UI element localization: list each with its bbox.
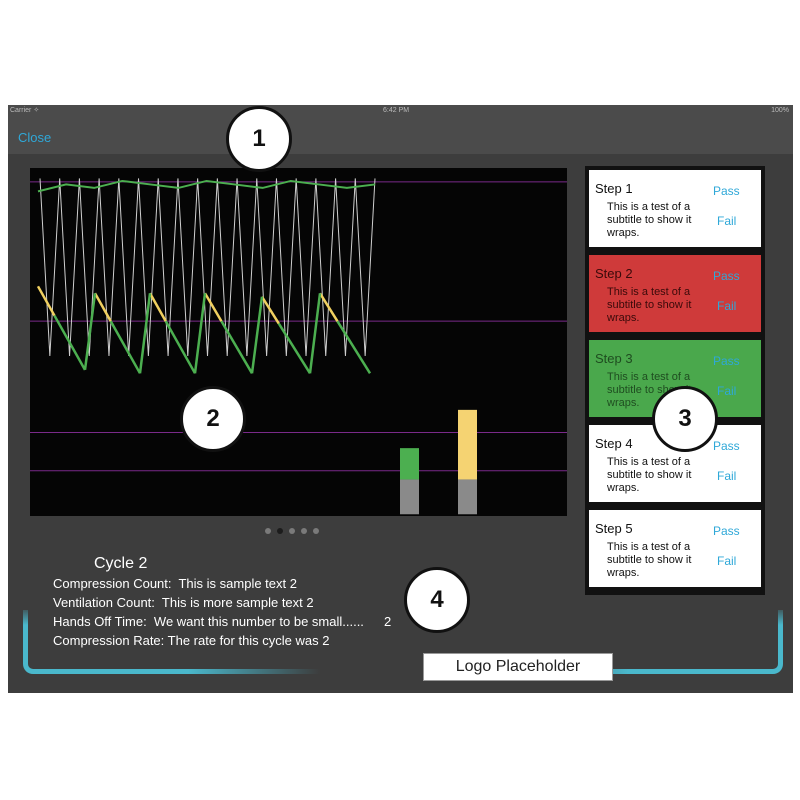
callout-4: 4 [404, 567, 470, 633]
callout-number: 3 [678, 405, 692, 432]
nav-bar: Close [8, 116, 793, 154]
chart-svg [30, 178, 567, 515]
close-button[interactable]: Close [18, 130, 52, 145]
step-subtitle: This is a test of a subtitle to show it … [607, 201, 692, 239]
pass-button[interactable]: Pass [713, 184, 740, 198]
page-dot[interactable] [277, 528, 283, 534]
fail-button[interactable]: Fail [717, 299, 737, 313]
callout-2: 2 [180, 386, 246, 452]
compression-count: Compression Count: This is sample text 2 [53, 576, 297, 591]
page-dot[interactable] [301, 528, 307, 534]
callout-number: 2 [206, 405, 220, 432]
clock: 6:42 PM [383, 107, 410, 114]
page-dot[interactable] [289, 528, 295, 534]
step-subtitle: This is a test of a subtitle to show it … [607, 541, 692, 579]
page-indicator[interactable] [265, 528, 319, 534]
carrier-label: Carrier ✧ [10, 107, 40, 114]
yellow-waveform [36, 285, 339, 325]
ventilation-count: Ventilation Count: This is more sample t… [53, 595, 314, 610]
pass-button[interactable]: Pass [713, 524, 740, 538]
fail-button[interactable]: Fail [717, 384, 737, 398]
step-subtitle: This is a test of a subtitle to show it … [607, 456, 692, 494]
bar-1-base [400, 479, 419, 515]
bracket-fade-top [18, 605, 788, 625]
logo-label: Logo Placeholder [455, 658, 581, 675]
step-title: Step 5 [595, 521, 633, 536]
pass-button[interactable]: Pass [713, 269, 740, 283]
pass-button[interactable]: Pass [713, 354, 740, 368]
cycle-title: Cycle 2 [94, 555, 148, 572]
bar-1-top [400, 448, 419, 480]
bar-2-top [458, 409, 477, 480]
step-title: Step 1 [595, 181, 633, 196]
bar-2-base [458, 479, 477, 515]
compression-rate: Compression Rate: The rate for this cycl… [53, 633, 330, 648]
fail-button[interactable]: Fail [717, 554, 737, 568]
pass-button[interactable]: Pass [713, 439, 740, 453]
page-dot[interactable] [265, 528, 271, 534]
status-bar: Carrier ✧ 6:42 PM 100% [8, 105, 793, 116]
sweep-trace [39, 178, 376, 356]
callout-number: 1 [252, 125, 266, 152]
green-waveform [53, 293, 372, 374]
step-title: Step 3 [595, 351, 633, 366]
waveform-chart [30, 168, 567, 516]
logo-placeholder: Logo Placeholder [423, 653, 613, 681]
battery-level: 100% [771, 107, 789, 114]
step-card-5[interactable]: Step 5 This is a test of a subtitle to s… [589, 510, 761, 587]
step-title: Step 4 [595, 436, 633, 451]
step-card-1[interactable]: Step 1 This is a test of a subtitle to s… [589, 170, 761, 247]
top-waveform [37, 179, 376, 193]
callout-1: 1 [226, 106, 292, 172]
fail-button[interactable]: Fail [717, 214, 737, 228]
step-card-2[interactable]: Step 2 This is a test of a subtitle to s… [589, 255, 761, 332]
callout-3: 3 [652, 386, 718, 452]
step-subtitle: This is a test of a subtitle to show it … [607, 286, 692, 324]
page-dot[interactable] [313, 528, 319, 534]
fail-button[interactable]: Fail [717, 469, 737, 483]
hands-off-value: 2 [384, 614, 392, 629]
callout-number: 4 [430, 586, 444, 613]
steps-panel: Step 1 This is a test of a subtitle to s… [585, 166, 765, 595]
hands-off-time: Hands Off Time: We want this number to b… [53, 614, 364, 629]
step-title: Step 2 [595, 266, 633, 281]
